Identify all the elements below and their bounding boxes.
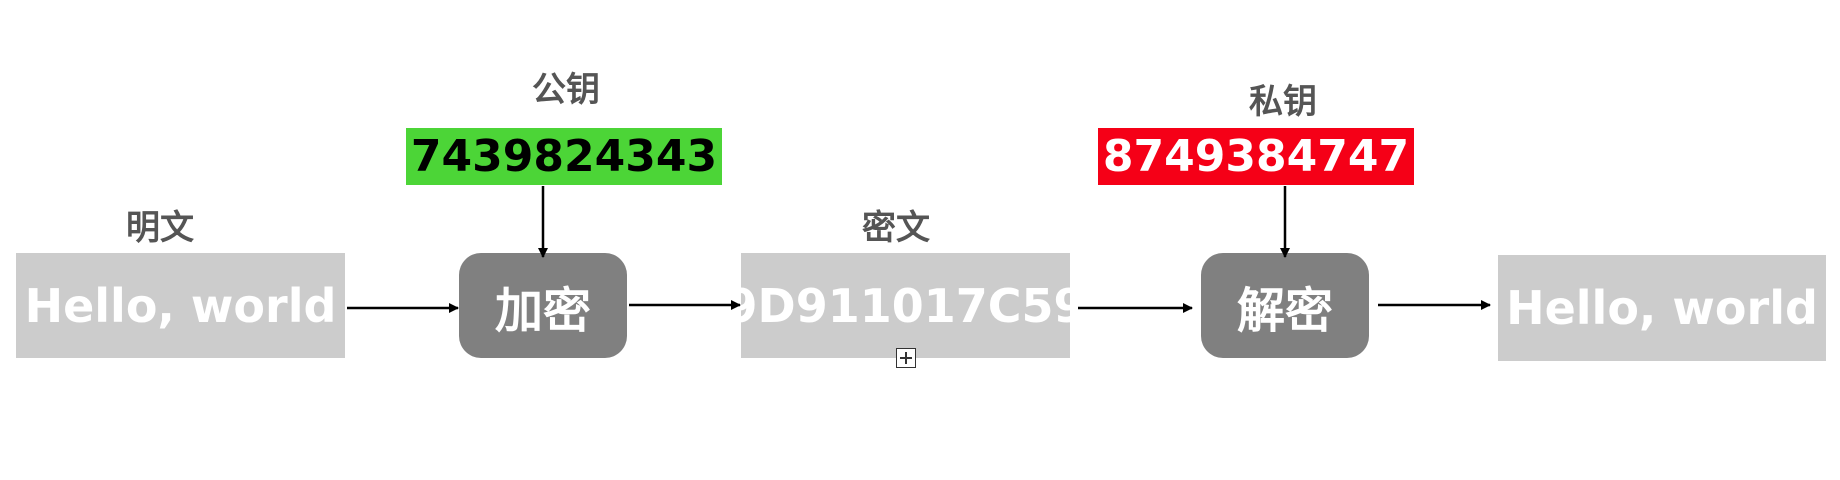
- plaintext-box: Hello, world: [16, 253, 345, 358]
- private-key-label: 私钥: [1249, 82, 1317, 122]
- private-key-box: 8749384747: [1098, 128, 1414, 185]
- public-key-box: 7439824343: [406, 128, 722, 185]
- plaintext-label: 明文: [126, 208, 194, 248]
- plus-square-icon[interactable]: [896, 348, 916, 368]
- ciphertext-label: 密文: [862, 208, 930, 248]
- decrypt-box: 解密: [1201, 253, 1369, 358]
- public-key-label: 公钥: [532, 70, 600, 110]
- encrypt-box: 加密: [459, 253, 627, 358]
- decrypted-text-box: Hello, world: [1498, 255, 1826, 361]
- ciphertext-box: 9D911017C59: [726, 253, 1086, 358]
